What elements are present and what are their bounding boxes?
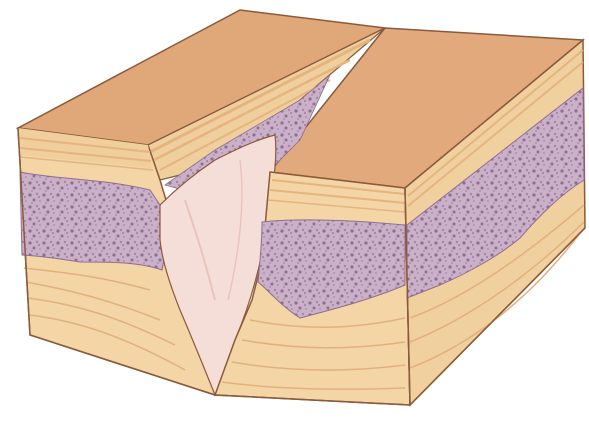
block-diagram — [0, 0, 589, 427]
diagram-canvas — [0, 0, 589, 427]
